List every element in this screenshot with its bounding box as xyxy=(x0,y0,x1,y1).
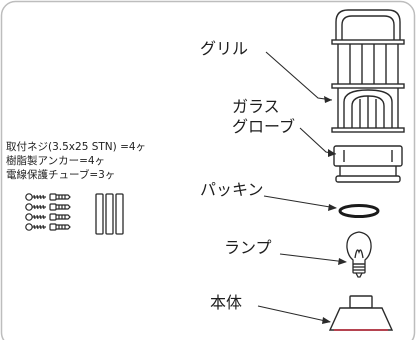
packing-ring xyxy=(338,204,380,218)
fixture-body xyxy=(328,295,394,331)
tubes-icon xyxy=(95,193,124,235)
label-grill: グリル xyxy=(200,39,249,58)
lamp-leader xyxy=(279,253,347,263)
accessory-screws-text: 取付ネジ(3.5x25 STN) =4ヶ xyxy=(6,141,147,153)
accessory-tubes-text: 電線保護チューブ=3ヶ xyxy=(6,169,116,181)
glass-leader xyxy=(299,127,337,155)
screws-icon xyxy=(25,193,46,231)
lamp-bulb xyxy=(346,231,372,278)
label-glass-line1: ガラス xyxy=(232,97,280,116)
label-packing: パッキン xyxy=(200,180,264,199)
anchors-icon xyxy=(49,193,71,231)
label-lamp: ランプ xyxy=(224,238,272,257)
body-leader xyxy=(257,305,331,323)
grill-leader xyxy=(265,51,333,101)
leader-lines xyxy=(257,51,347,323)
label-glass-line2: グローブ xyxy=(232,117,296,136)
packing-leader xyxy=(263,195,337,209)
label-body: 本体 xyxy=(210,293,243,312)
grill-cage xyxy=(331,9,405,133)
leader-arrowheads xyxy=(322,96,347,324)
accessory-anchors-text: 樹脂製アンカー=4ヶ xyxy=(6,155,106,167)
glass-globe xyxy=(333,145,403,183)
